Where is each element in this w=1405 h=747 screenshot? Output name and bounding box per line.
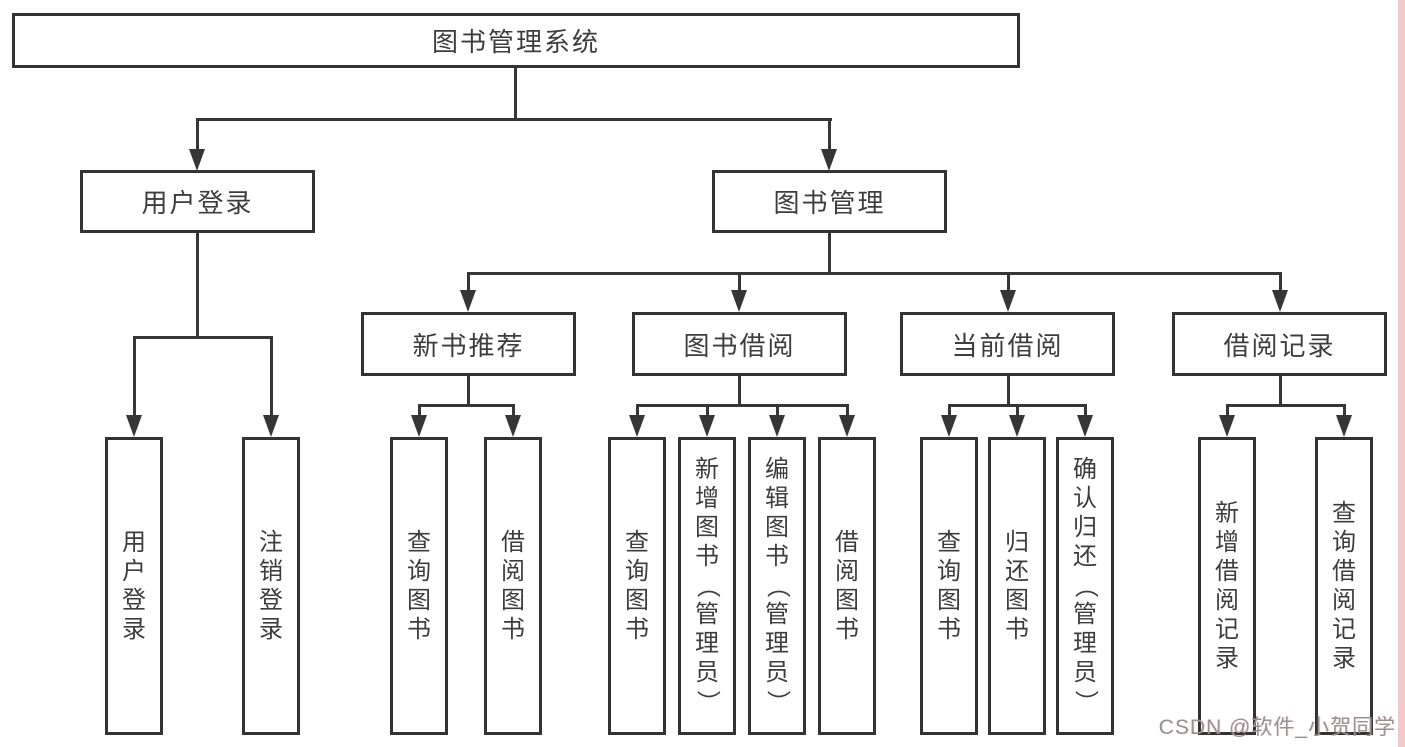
edge-line [828, 118, 831, 154]
leaf-borrow-books-2: 借阅图书 [818, 437, 876, 735]
edge-line [738, 272, 741, 294]
edge-line [418, 404, 421, 420]
node-current-borrowing: 当前借阅 [900, 312, 1115, 376]
edge-line [514, 68, 517, 118]
edge-line [1226, 404, 1346, 407]
leaf-label: 借阅图书 [501, 528, 525, 643]
node-new-book-recommendation: 新书推荐 [361, 312, 576, 376]
arrow-down-icon [1077, 415, 1093, 437]
node-label: 借阅记录 [1223, 330, 1336, 361]
arrow-down-icon [1272, 290, 1288, 312]
edge-line [467, 376, 470, 407]
edge-line [133, 336, 136, 420]
edge-line [948, 404, 951, 420]
arrow-down-icon [699, 415, 715, 437]
right-edge-strip [1398, 0, 1405, 747]
leaf-query-books: 查询图书 [390, 437, 448, 735]
leaf-confirm-return-admin: 确认归还（管理员） [1056, 437, 1114, 735]
node-borrowing-records: 借阅记录 [1172, 312, 1387, 376]
leaf-label: 查询图书 [407, 528, 431, 643]
edge-line [196, 118, 832, 121]
edge-line [1279, 272, 1282, 294]
arrow-down-icon [263, 415, 279, 437]
edge-line [196, 233, 199, 339]
leaf-label: 归还图书 [1005, 528, 1029, 643]
edge-line [1279, 376, 1282, 407]
edge-line [1007, 272, 1010, 294]
edge-line [636, 404, 639, 420]
arrow-down-icon [731, 290, 747, 312]
arrow-down-icon [1219, 415, 1235, 437]
arrow-down-icon [769, 415, 785, 437]
leaf-query-books-2: 查询图书 [608, 437, 666, 735]
leaf-label: 查询借阅记录 [1332, 499, 1356, 672]
node-book-management: 图书管理 [712, 170, 947, 233]
leaf-label: 查询图书 [937, 528, 961, 643]
leaf-add-books-admin: 新增图书（管理员） [678, 437, 736, 735]
leaf-label: 确认归还（管理员） [1072, 456, 1099, 715]
edge-line [738, 376, 741, 407]
leaf-borrow-books: 借阅图书 [484, 437, 542, 735]
edge-line [196, 118, 199, 154]
arrow-down-icon [821, 149, 837, 171]
leaf-edit-books-admin: 编辑图书（管理员） [748, 437, 806, 735]
leaf-add-borrow-record: 新增借阅记录 [1198, 437, 1256, 735]
arrow-down-icon [505, 415, 521, 437]
edge-line [270, 336, 273, 420]
leaf-label: 编辑图书（管理员） [764, 456, 791, 715]
edge-line [467, 272, 1281, 275]
arrow-down-icon [629, 415, 645, 437]
edge-line [828, 233, 831, 275]
node-label: 当前借阅 [951, 330, 1064, 361]
edge-line [846, 404, 849, 420]
arrow-down-icon [126, 415, 142, 437]
leaf-label: 新增借阅记录 [1215, 499, 1239, 672]
edge-line [706, 404, 709, 420]
arrow-down-icon [189, 149, 205, 171]
leaf-label: 注销登录 [259, 528, 283, 643]
edge-line [776, 404, 779, 420]
edge-line [418, 404, 515, 407]
leaf-query-books-3: 查询图书 [920, 437, 978, 735]
node-user-login: 用户登录 [80, 170, 315, 233]
node-label: 图书借阅 [683, 330, 796, 361]
csdn-watermark: CSDN @软件_小贺同学 [1158, 716, 1396, 739]
leaf-label: 借阅图书 [835, 528, 859, 643]
edge-line [133, 336, 273, 339]
edge-line [1007, 376, 1010, 407]
leaf-user-login: 用户登录 [105, 437, 163, 735]
edge-line [1084, 404, 1087, 420]
node-book-borrowing: 图书借阅 [632, 312, 847, 376]
arrow-down-icon [411, 415, 427, 437]
leaf-query-borrow-record: 查询借阅记录 [1315, 437, 1373, 735]
arrow-down-icon [941, 415, 957, 437]
leaf-label: 用户登录 [122, 528, 146, 643]
leaf-return-books: 归还图书 [988, 437, 1046, 735]
node-label: 新书推荐 [412, 330, 525, 361]
leaf-logout: 注销登录 [242, 437, 300, 735]
edge-line [636, 404, 849, 407]
edge-line [1016, 404, 1019, 420]
edge-line [512, 404, 515, 420]
arrow-down-icon [460, 290, 476, 312]
leaf-label: 查询图书 [625, 528, 649, 643]
arrow-down-icon [1009, 415, 1025, 437]
edge-line [467, 272, 470, 294]
node-label: 图书管理 [773, 188, 886, 218]
node-label: 用户登录 [141, 188, 254, 218]
arrow-down-icon [1336, 415, 1352, 437]
node-library-management-system: 图书管理系统 [12, 13, 1020, 68]
edge-line [1226, 404, 1229, 420]
leaf-label: 新增图书（管理员） [694, 456, 721, 715]
edge-line [1343, 404, 1346, 420]
arrow-down-icon [1000, 290, 1016, 312]
arrow-down-icon [839, 415, 855, 437]
node-label: 图书管理系统 [431, 27, 600, 57]
